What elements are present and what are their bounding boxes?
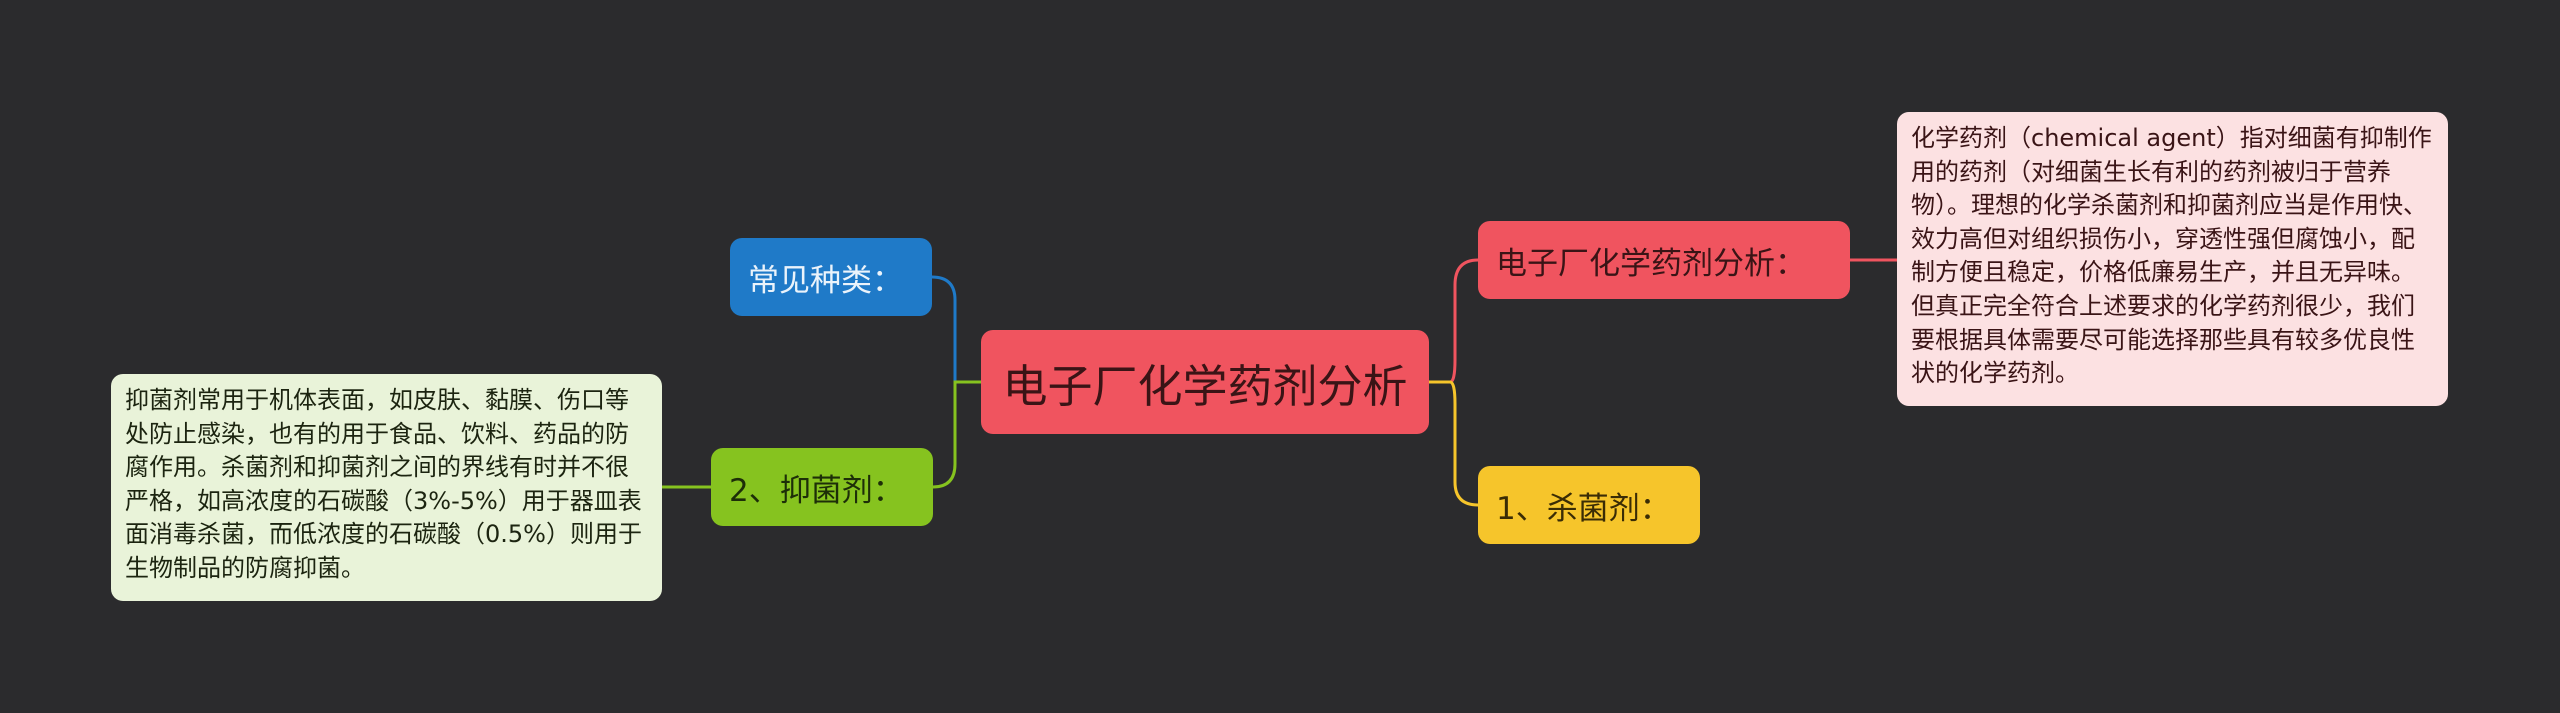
branch-bactericide-label: 1、杀菌剂： xyxy=(1496,490,1671,527)
leaf-analysis-description[interactable]: 化学药剂（chemical agent）指对细菌有抑制作用的药剂（对细菌生长有利… xyxy=(1897,112,2448,406)
leaf-inhibitor-text: 抑菌剂常用于机体表面，如皮肤、黏膜、伤口等处防止感染，也有的用于食品、饮料、药品… xyxy=(125,386,642,582)
link-root-types xyxy=(931,275,981,384)
branch-common-types[interactable]: 常见种类： xyxy=(730,238,932,316)
root-topic-label: 电子厂化学药剂分析 xyxy=(1002,359,1408,413)
branch-inhibitor[interactable]: 2、抑菌剂： xyxy=(711,448,933,526)
branch-analysis[interactable]: 电子厂化学药剂分析： xyxy=(1478,221,1850,299)
link-root-inhibitor xyxy=(932,380,981,489)
link-root-bactericide xyxy=(1429,380,1479,507)
branch-common-types-label: 常见种类： xyxy=(748,262,903,299)
branch-analysis-label: 电子厂化学药剂分析： xyxy=(1496,245,1806,282)
branch-bactericide[interactable]: 1、杀菌剂： xyxy=(1478,466,1700,544)
leaf-inhibitor-description[interactable]: 抑菌剂常用于机体表面，如皮肤、黏膜、伤口等处防止感染，也有的用于食品、饮料、药品… xyxy=(111,374,662,601)
root-topic[interactable]: 电子厂化学药剂分析 xyxy=(981,330,1429,434)
branch-inhibitor-label: 2、抑菌剂： xyxy=(729,472,904,509)
leaf-analysis-text: 化学药剂（chemical agent）指对细菌有抑制作用的药剂（对细菌生长有利… xyxy=(1911,124,2432,388)
link-root-analysis xyxy=(1429,258,1479,384)
